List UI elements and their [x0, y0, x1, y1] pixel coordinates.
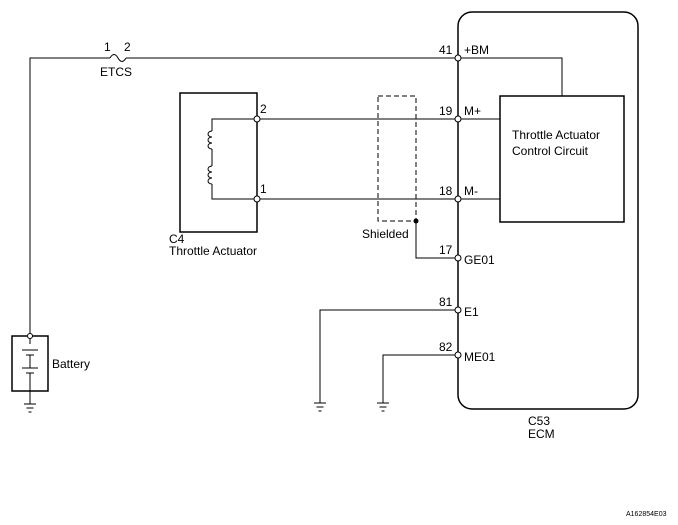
ecm-pin-19-terminal	[454, 115, 462, 123]
throttle-actuator-box	[179, 92, 258, 233]
ecm-pin-17-number: 17	[439, 243, 453, 257]
shield-label: Shielded	[362, 227, 409, 241]
ecm-pin-82-number: 82	[439, 340, 453, 354]
ecm-pin-41-name: +BM	[464, 43, 489, 57]
ecm-pin-17-name: GE01	[464, 253, 495, 267]
ecm-pin-81-name: E1	[464, 305, 479, 319]
fuse-pin-1: 1	[104, 40, 111, 54]
actuator-pin-2-terminal	[253, 115, 261, 123]
battery-cells-symbol	[22, 336, 38, 391]
battery-supply-wire	[29, 57, 110, 336]
control-circuit-box	[499, 95, 625, 223]
actuator-pin-1-terminal	[253, 195, 261, 203]
control-circuit-label-2: Control Circuit	[512, 144, 589, 158]
shield-outline	[377, 95, 417, 222]
actuator-pin-1: 1	[260, 182, 267, 196]
motor-coil-return	[211, 184, 257, 200]
ecm-pin-82-name: ME01	[464, 350, 496, 364]
ecm-pin-82-terminal	[454, 351, 462, 359]
battery-terminal	[27, 333, 33, 339]
actuator-pin-2: 2	[260, 102, 267, 116]
motor-coil-lower	[207, 165, 213, 185]
fuse-pin-2: 2	[124, 40, 131, 54]
actuator-connector: C4	[169, 232, 185, 246]
ecm-pin-81-terminal	[454, 306, 462, 314]
ecm-pin-19-number: 19	[439, 104, 453, 118]
bm-internal-wire	[458, 57, 563, 96]
shield-drain-wire	[415, 221, 458, 259]
ecm-pin-18-name: M-	[464, 184, 478, 198]
motor-coil-lead	[211, 118, 257, 131]
ecm-pin-81-number: 81	[439, 295, 453, 309]
me01-ground-symbol	[377, 402, 389, 412]
ecm-pin-41-number: 41	[439, 43, 453, 57]
e1-ground-symbol	[314, 402, 326, 412]
ecm-connector: C53	[528, 414, 550, 428]
ecm-name: ECM	[528, 427, 555, 441]
e1-ground-wire	[319, 309, 458, 403]
fuse-name: ETCS	[100, 65, 132, 79]
ecm-pin-41-terminal	[454, 54, 462, 62]
control-circuit-label-1: Throttle Actuator	[512, 128, 600, 142]
ecm-pin-19-name: M+	[464, 104, 481, 118]
ecm-pin-17-terminal	[454, 254, 462, 262]
me01-ground-wire	[382, 354, 458, 403]
shield-drain-junction	[413, 218, 419, 224]
ecm-pin-18-number: 18	[439, 184, 453, 198]
fuse-symbol	[109, 54, 127, 62]
ecm-pin-18-terminal	[454, 195, 462, 203]
battery-ground-symbol	[24, 403, 36, 413]
battery-label: Battery	[52, 357, 90, 371]
figure-id: A162854E03	[626, 511, 667, 518]
motor-coil-upper	[207, 130, 213, 150]
actuator-name: Throttle Actuator	[169, 244, 257, 258]
